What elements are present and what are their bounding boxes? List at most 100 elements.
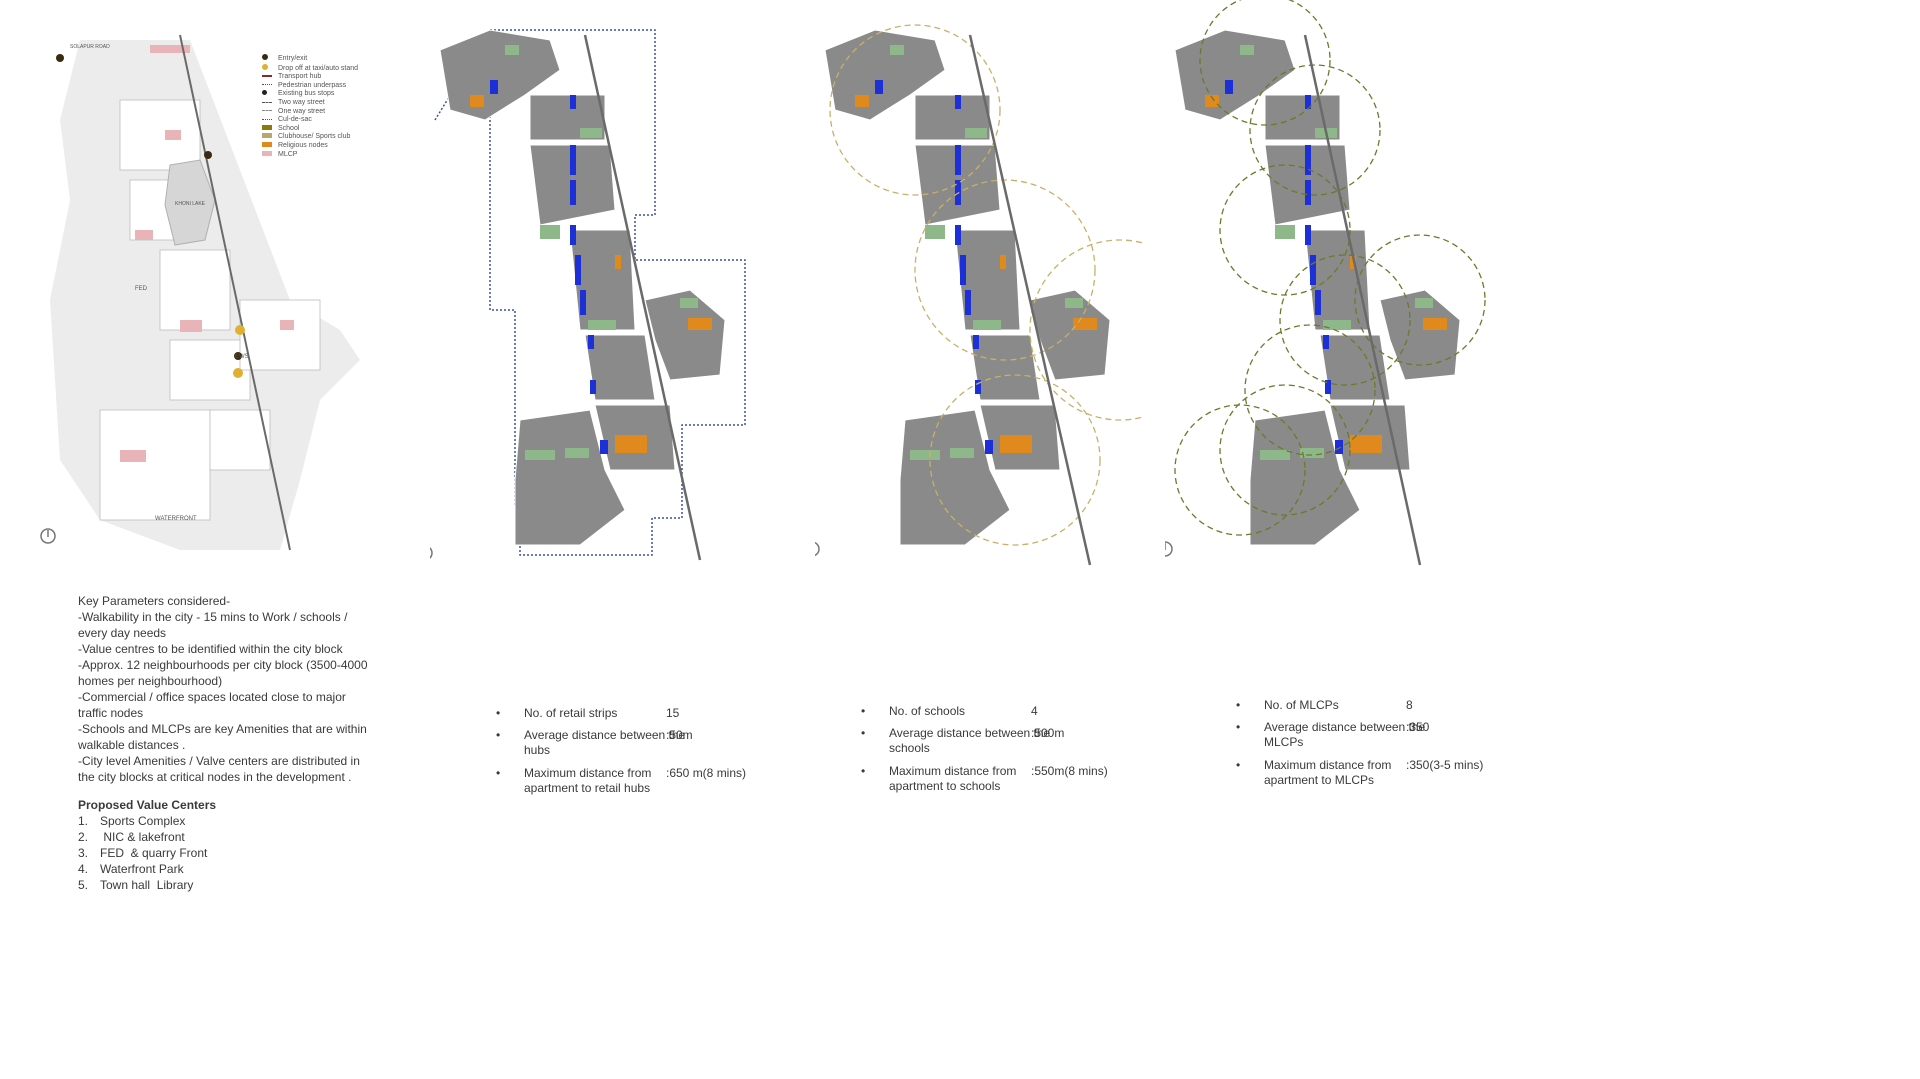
retail-strip [590, 380, 596, 394]
religious-node [688, 318, 712, 330]
retail-strip [1305, 145, 1311, 175]
key-parameter-line: -City level Amenities / Valve centers ar… [78, 754, 360, 768]
key-parameter-line: -Commercial / office spaces located clos… [78, 690, 346, 704]
lake-label: KHONI LAKE [175, 201, 206, 207]
north-arrow-icon [1157, 541, 1173, 557]
retail-strip [955, 95, 961, 109]
mlcp-catchment-circles [1174, 0, 1486, 536]
retail-strip [955, 225, 961, 245]
school-block [525, 450, 555, 460]
bullet: • [1236, 698, 1241, 712]
school-block [973, 320, 1001, 330]
legend-label: Two way street [278, 98, 325, 106]
value-center-label: Sports Complex [100, 814, 186, 828]
legend-item: Entry/exit [262, 54, 358, 64]
ews-label: EWS [235, 354, 249, 360]
retail-panel [417, 0, 760, 570]
stat-label: Maximum distance from apartment to retai… [524, 766, 652, 795]
retail-strip [875, 80, 883, 94]
retail-map [417, 29, 746, 561]
retail-strip [490, 80, 498, 94]
city-block [584, 334, 656, 401]
religious-node [1000, 255, 1006, 269]
school-block [1323, 320, 1351, 330]
retail-strip [570, 95, 576, 109]
religious-node [1205, 95, 1219, 107]
retail-strips [875, 80, 993, 454]
city-blocks [824, 29, 1111, 546]
school-block [1240, 45, 1254, 55]
legend-label: MLCP [278, 150, 298, 158]
city-blocks [439, 29, 726, 546]
religious-blocks [470, 95, 712, 453]
school-block [910, 450, 940, 460]
retail-strip [570, 225, 576, 245]
mlcp-swatch [262, 150, 278, 160]
retail-strip [955, 145, 961, 175]
stat-label: Average distance between the hubs [524, 728, 686, 757]
value-center-number: 4. [78, 862, 89, 876]
retail-strip [973, 335, 979, 349]
value-center-label: FED & quarry Front [100, 846, 208, 860]
stat-label: Maximum distance from apartment to schoo… [889, 764, 1017, 793]
value-center-number: 5. [78, 878, 89, 892]
legend-item: Transport hub [262, 73, 358, 82]
stat-label: Average distance between the MLCPs [1264, 720, 1426, 749]
value-center-item: 5. Town hall Library [78, 877, 368, 893]
school-block [950, 448, 974, 458]
retail-strip [1325, 380, 1331, 394]
value-center-label: Waterfront Park [100, 862, 184, 876]
religious-node [1423, 318, 1447, 330]
one-way-icon [262, 108, 278, 117]
city-block [899, 409, 1011, 546]
legend-item: Pedestrian underpass [262, 82, 358, 91]
rail-line [583, 34, 702, 561]
fed-label: FED [135, 286, 148, 292]
legend-label: Religious nodes [278, 141, 328, 149]
north-arrow-icon [804, 541, 820, 557]
stat-row: • Maximum distance from apartment to reta… [496, 766, 796, 796]
school-swatch [262, 124, 278, 134]
waterfront-label: WATERFRONT [155, 516, 197, 522]
clubhouse-swatch [262, 133, 278, 142]
city-block [1249, 409, 1361, 546]
stat-row: •Maximum distance from apartment to MLCP… [1236, 758, 1536, 788]
school-block [925, 225, 945, 239]
bullet: • [861, 726, 866, 740]
value-center-number: 3. [78, 846, 89, 860]
mlcp-blocks [120, 45, 294, 462]
key-parameter-line: traffic nodes [78, 706, 144, 720]
legend-item: School [262, 124, 358, 134]
catchment-boundary [489, 29, 746, 556]
stat-value: 4 [1031, 704, 1038, 718]
rail-line [1303, 34, 1422, 566]
cul-de-sac-icon [262, 116, 278, 125]
base-plan-panel: EWS KHONI LAKE FED WATERFRONT SOLAPUR RO… [40, 0, 410, 570]
retail-strip [580, 290, 586, 315]
retail-strip [1335, 440, 1343, 454]
school-block [965, 128, 987, 138]
legend-item: Cul-de-sac [262, 116, 358, 125]
stat-value: :650 m(8 mins) [666, 766, 747, 780]
retail-strip [1305, 95, 1311, 109]
stat-value: :50m [666, 728, 693, 742]
school-block [565, 448, 589, 458]
key-parameters-lines: -Walkability in the city - 15 mins to Wo… [78, 609, 368, 785]
retail-strip [960, 255, 966, 285]
stat-label: No. of retail strips [524, 706, 618, 720]
legend-label: One way street [278, 107, 326, 115]
bullet: • [496, 766, 501, 780]
religious-node [470, 95, 484, 107]
school-block [890, 45, 904, 55]
bullet: • [1236, 720, 1241, 734]
bullet: • [1236, 758, 1241, 772]
value-center-label: Town hall Library [100, 878, 194, 892]
city-block [644, 289, 726, 381]
retail-strip [1315, 290, 1321, 315]
legend-label: Transport hub [278, 73, 322, 81]
religious-node [1000, 435, 1032, 453]
key-parameters-title: Key Parameters considered- [78, 594, 231, 608]
